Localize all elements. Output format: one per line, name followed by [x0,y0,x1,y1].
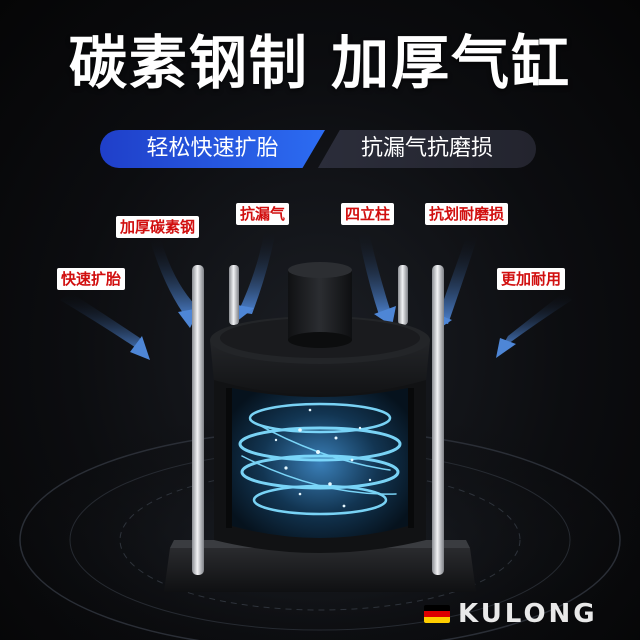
spiral-glow [238,402,402,516]
tag-more-durable: 更加耐用 [497,268,566,290]
tag-fast-expand: 快速扩胎 [57,268,126,290]
cylinder-body [214,352,426,553]
tag-leak-proof: 抗漏气 [236,203,290,225]
brand-logo: KULONG [424,599,598,629]
brand-name: KULONG [458,599,598,629]
page-title: 碳素钢制 加厚气缸 [68,29,572,97]
feature-pill-expand: 轻松快速扩胎 [100,130,325,168]
pillars [192,265,444,575]
top-knob [288,262,352,348]
cylinder-cap [210,316,430,395]
feature-pill-wear: 抗漏气抗磨损 [318,130,536,168]
tag-wear-resistant: 抗划耐磨损 [425,203,509,225]
arrow-left-outer [60,292,150,360]
tag-thick-carbon-steel: 加厚碳素钢 [116,216,200,238]
tag-four-pillars: 四立柱 [341,203,395,225]
arrow-right-outer [496,292,572,358]
arrow-center-right [358,228,396,326]
germany-flag-icon [424,605,450,623]
sparkles [274,408,372,508]
